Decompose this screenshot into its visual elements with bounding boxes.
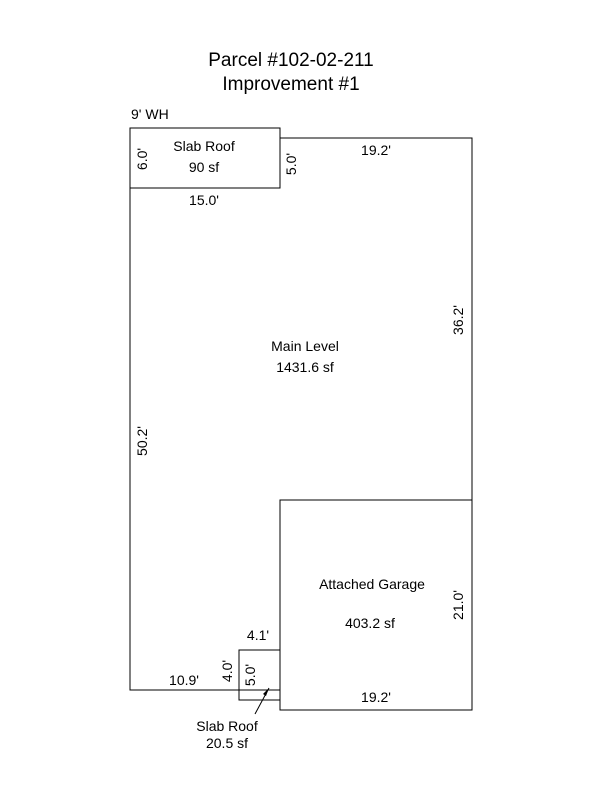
attached-garage-outline: [279, 499, 473, 711]
dim-slab-top-left: 6.0': [134, 148, 150, 170]
slab-roof-bottom-area: 20.5 sf: [206, 735, 248, 751]
title-line-2: Improvement #1: [222, 74, 359, 95]
slab-roof-top-area: 90 sf: [189, 159, 219, 175]
slab-roof-top-name: Slab Roof: [173, 138, 235, 154]
dim-main-bottom-left: 10.9': [169, 672, 199, 688]
slab-roof-top-outline: [129, 127, 281, 189]
dim-garage-bottom: 19.2': [361, 689, 391, 705]
dim-slab-top-bottom: 15.0': [189, 192, 219, 208]
attached-garage-name: Attached Garage: [319, 576, 425, 592]
dim-slab-bottom-right: 5.0': [242, 664, 258, 686]
wall-height-note: 9' WH: [131, 106, 169, 122]
attached-garage-area: 403.2 sf: [345, 615, 395, 631]
main-level-outline: [129, 127, 473, 691]
main-level-name: Main Level: [271, 338, 339, 354]
dim-main-top: 19.2': [361, 142, 391, 158]
main-level-area: 1431.6 sf: [276, 359, 334, 375]
slab-roof-bottom-name: Slab Roof: [196, 718, 258, 734]
dim-garage-right: 21.0': [450, 590, 466, 620]
dim-main-right: 36.2': [450, 305, 466, 335]
title-line-1: Parcel #102-02-211: [208, 50, 373, 71]
slab-roof-bottom-outline: [238, 649, 281, 701]
dim-slab-bottom-top: 4.1': [247, 627, 269, 643]
slab-roof-leader-arrowhead: [263, 688, 269, 696]
dim-main-left: 50.2': [134, 426, 150, 456]
dim-slab-bottom-left: 4.0': [219, 660, 235, 682]
dim-slab-top-right: 5.0': [283, 153, 299, 175]
